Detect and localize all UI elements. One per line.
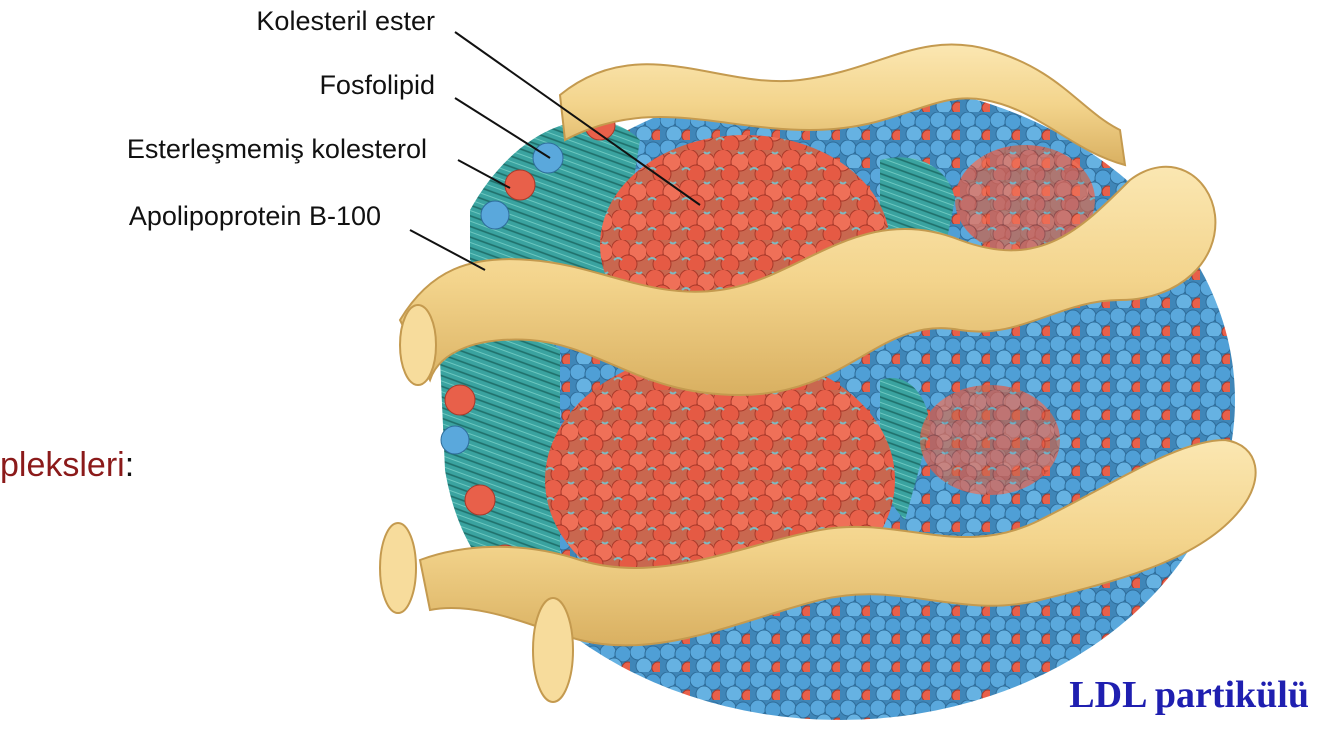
figure-caption: LDL partikülü	[1069, 676, 1309, 714]
label-fosfolipid: Fosfolipid	[319, 72, 435, 99]
label-apolipoprotein: Apolipoprotein B-100	[129, 203, 381, 230]
cropped-text-fragment: pleksleri:	[0, 448, 134, 482]
leader-line-fosfolipid	[455, 98, 550, 158]
fragment-word: pleksleri	[0, 446, 125, 484]
label-esterlesmemis-kolesterol: Esterleşmemiş kolesterol	[127, 136, 427, 163]
fragment-colon: :	[125, 446, 134, 484]
label-kolesteril-ester: Kolesteril ester	[256, 8, 435, 35]
